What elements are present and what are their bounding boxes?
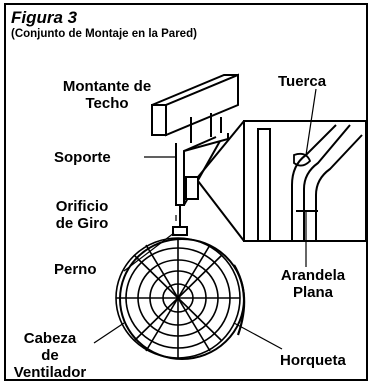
leader-lines (93, 88, 317, 350)
bolt-drawing (172, 205, 188, 236)
label-bracket: Soporte (54, 149, 111, 166)
fan-mounting-illustration (93, 73, 366, 360)
fan-guard-drawing (115, 237, 246, 360)
label-bolt: Perno (54, 261, 97, 278)
figure-frame: Figura 3 (Conjunto de Montaje en la Pare… (4, 3, 368, 381)
label-yoke: Horqueta (280, 352, 346, 369)
ceiling-joist-drawing (151, 73, 239, 137)
label-ceiling-joist: Montante de Techo (62, 78, 152, 112)
label-fan-head: Cabeza de Ventilador (13, 330, 87, 381)
label-nut: Tuerca (278, 73, 327, 90)
figure-title: Figura 3 (11, 8, 78, 27)
bracket-drawing (175, 113, 229, 206)
figure-subtitle: (Conjunto de Montaje en la Pared) (11, 28, 197, 40)
detail-inset-drawing (197, 120, 366, 242)
label-flat-washer: Arandela Plana (280, 267, 346, 301)
label-pivot-hole: Orificio de Giro (55, 198, 109, 232)
